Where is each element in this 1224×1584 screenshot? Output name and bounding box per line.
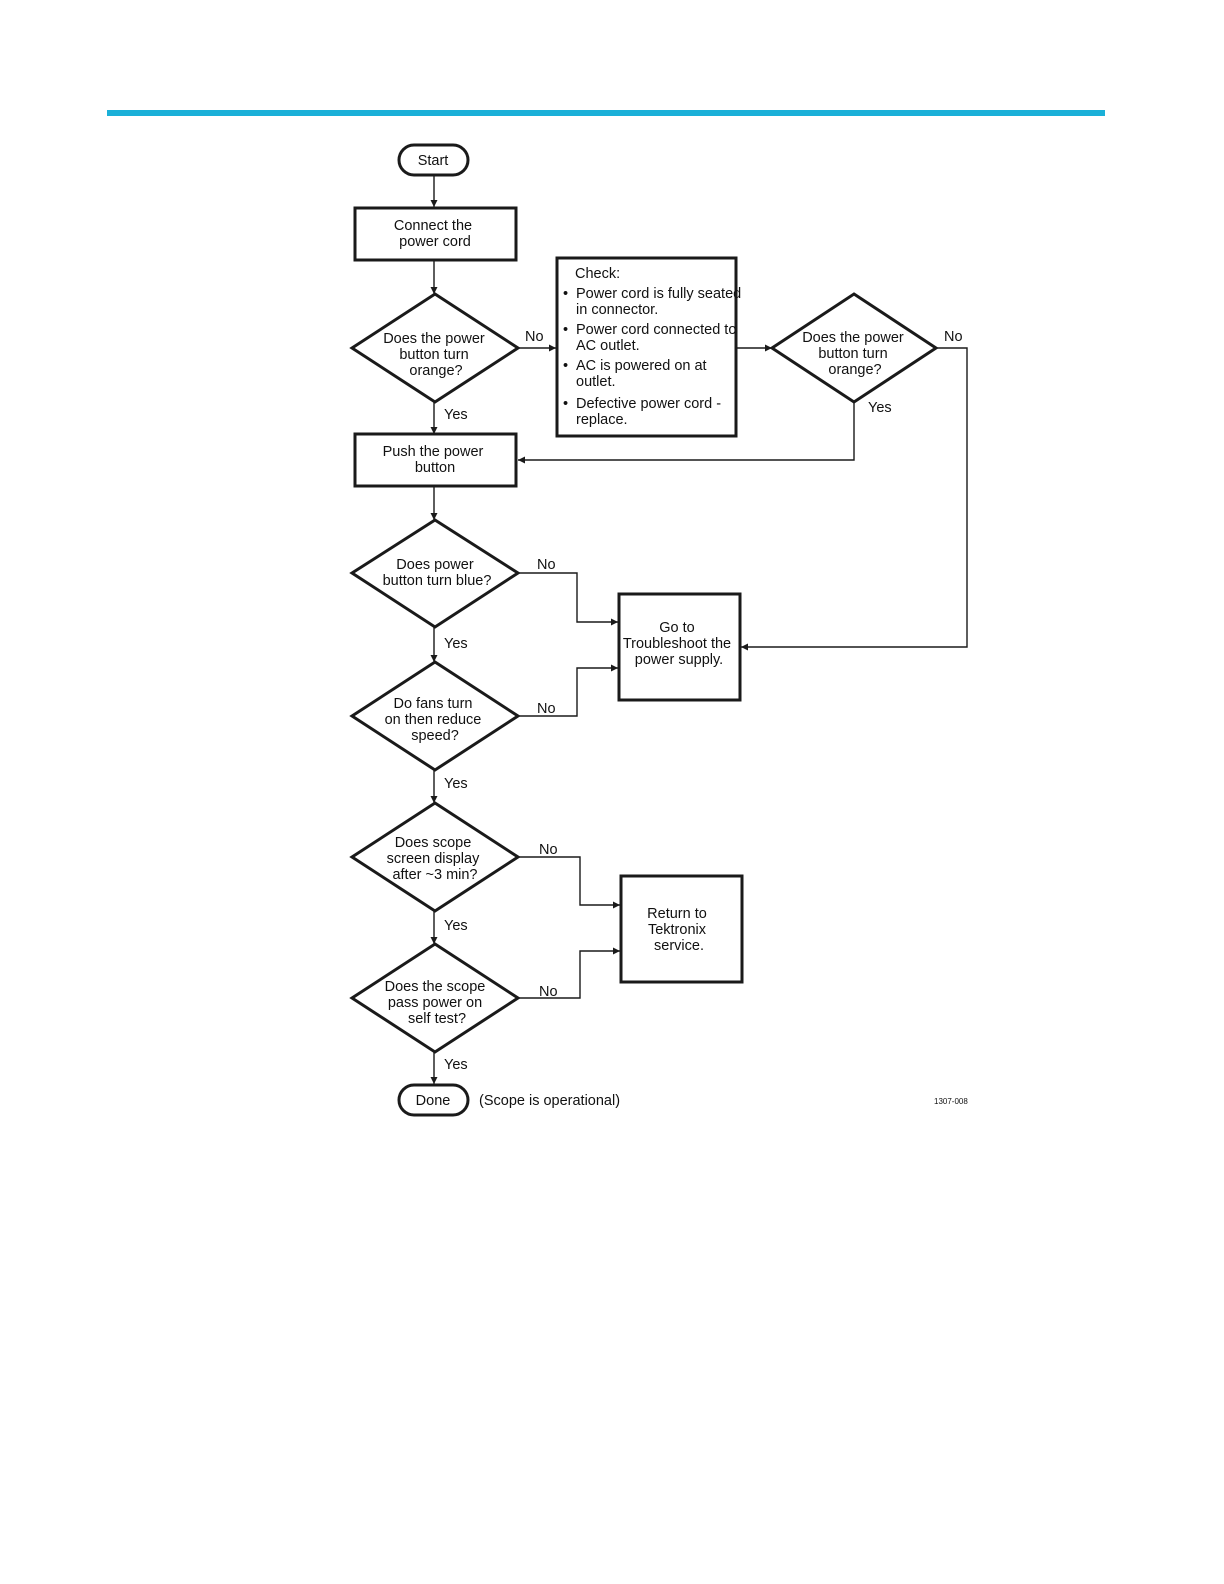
return-service-label: Return to Tektronix service. [647,906,711,954]
power-orange-decision [349,292,521,404]
yes-label: Yes [444,1057,468,1073]
connect-cord-label: Connect the power cord [394,218,476,250]
self-test-decision [349,942,521,1054]
check-bullet-icon: • [563,286,568,302]
check-bullet-icon: • [563,322,568,338]
power-orange-decision-2 [769,292,939,404]
connector-q-blue-no [518,572,618,626]
troubleshoot-box [617,592,742,702]
check-bullet-icon: • [563,358,568,374]
push-power-box [353,432,518,488]
screen-display-decision [349,801,521,913]
connect-cord-box [353,206,518,262]
return-service-box [619,874,744,984]
connector-q-selftest-no [518,947,620,999]
no-label: No [539,842,558,858]
power-blue-question: Does power button turn blue? [383,557,492,589]
power-blue-decision [349,518,521,629]
power-orange-question: Does the power button turn orange? [383,331,489,379]
start-terminal [397,143,470,177]
fans-question: Do fans turn on then reduce speed? [385,696,486,744]
done-label: Done [416,1093,451,1109]
push-power-label: Push the power button [383,444,488,476]
branch-labels: No No Yes Yes No Yes No Yes No Yes No Ye… [444,329,963,1073]
troubleshoot-label: Go to Troubleshoot the power supply. [623,620,735,668]
connector-q-screen-no [518,856,620,909]
no-label: No [537,701,556,717]
check-box [555,256,738,438]
connector-q-fans-no [518,664,618,717]
yes-label: Yes [444,776,468,792]
flow-shapes [349,143,939,1117]
check-item-4: Defective power cord - replace. [576,396,725,428]
check-bullet-icon: • [563,396,568,412]
connector-lines [430,176,968,1084]
header-rule [107,110,1105,116]
fans-decision [349,660,521,772]
connector-q-orange2-yes [518,402,855,464]
power-orange-question-2: Does the power button turn orange? [802,330,908,378]
done-terminal [397,1083,470,1117]
check-item-2: Power cord connected to AC outlet. [576,322,740,354]
start-label: Start [418,153,449,169]
yes-label: Yes [444,407,468,423]
check-title: Check: [575,266,620,282]
self-test-question: Does the scope pass power on self test? [385,979,490,1027]
done-note: (Scope is operational) [479,1093,620,1109]
figure-id: 1307-008 [934,1097,968,1106]
screen-display-question: Does scope screen display after ~3 min? [387,835,484,883]
check-item-1: Power cord is fully seated in connector. [576,286,745,318]
no-label: No [539,984,558,1000]
connector-q-orange2-no [741,347,968,651]
check-list: Check: • Power cord is fully seated in c… [563,266,745,428]
no-label: No [944,329,963,345]
check-item-3: AC is powered on at outlet. [576,358,711,390]
yes-label: Yes [444,636,468,652]
no-label: No [525,329,544,345]
no-label: No [537,557,556,573]
yes-label: Yes [868,400,892,416]
yes-label: Yes [444,918,468,934]
